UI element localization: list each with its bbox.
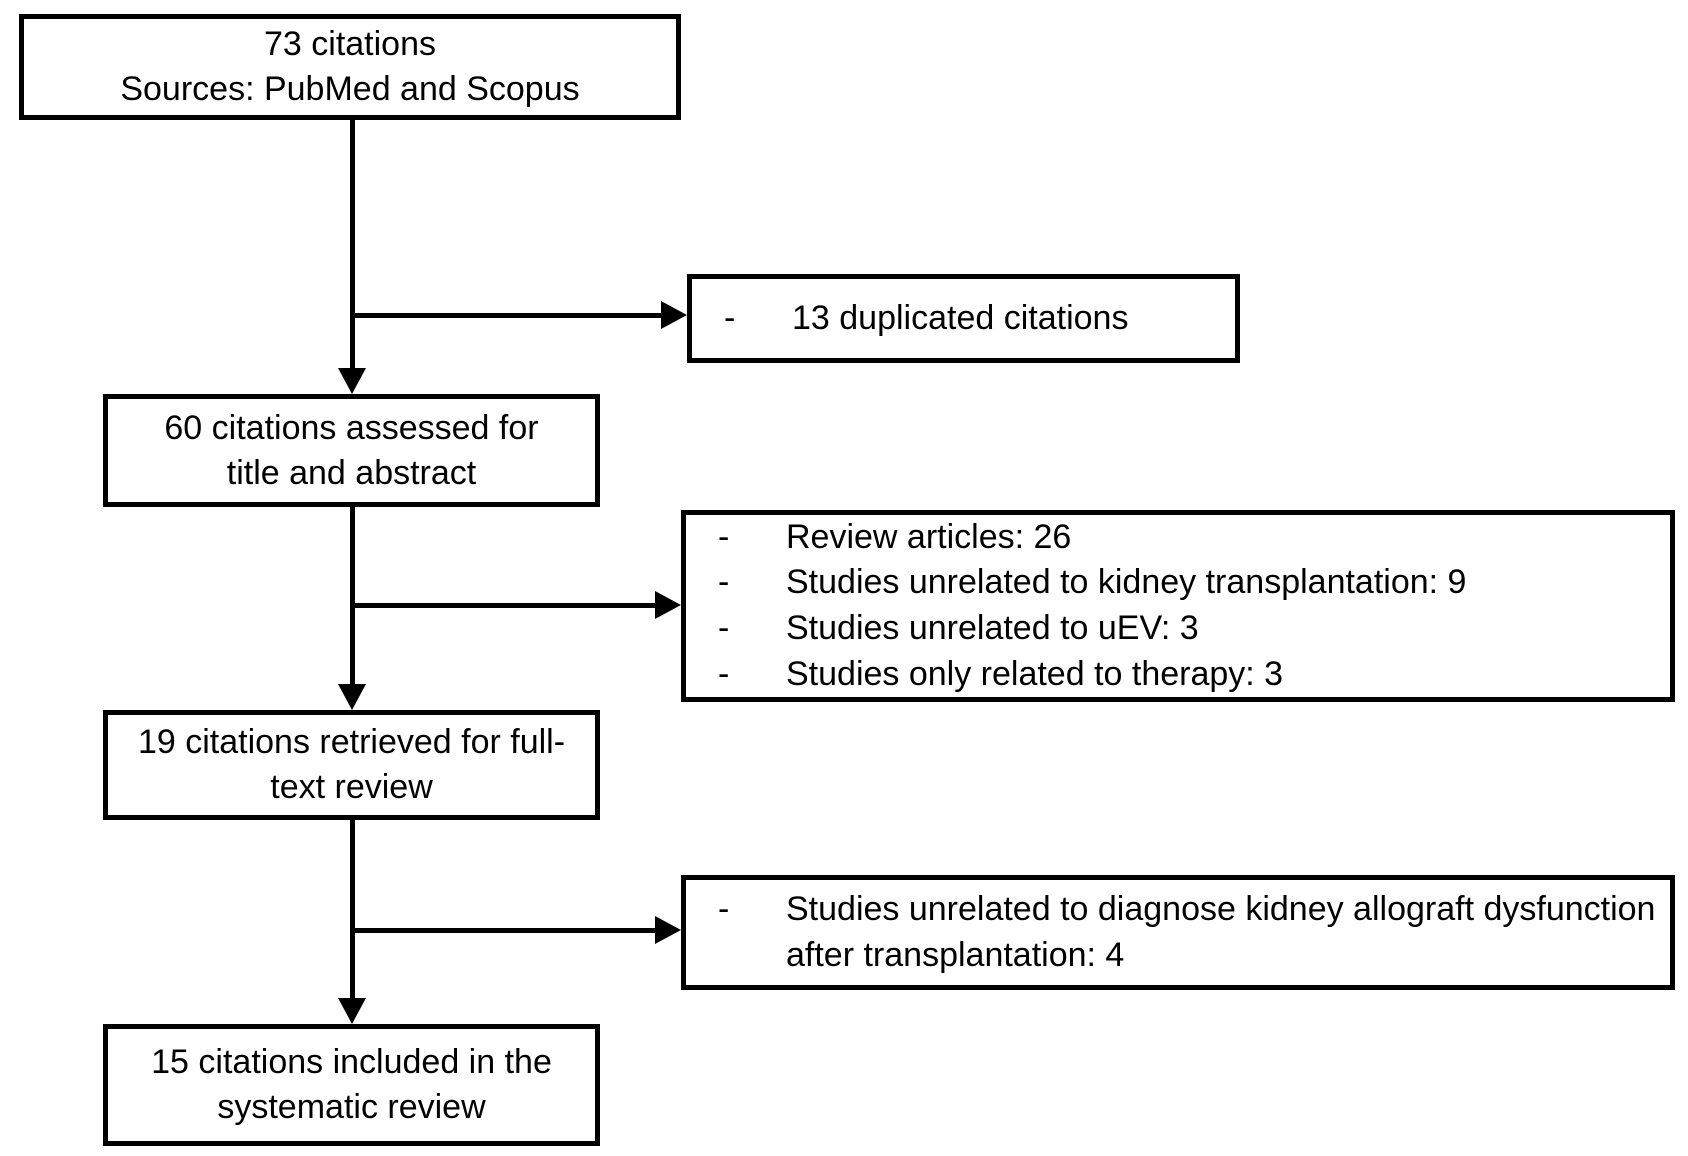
exclusion-box-fulltext: - Studies unrelated to diagnose kidney a… xyxy=(681,875,1675,990)
exclusion-item: - Studies unrelated to diagnose kidney a… xyxy=(686,887,1670,978)
flow-box-included-label: 15 citations included in the systematic … xyxy=(151,1043,552,1126)
flow-box-fulltext: 19 citations retrieved for full- text re… xyxy=(103,710,600,820)
exclusion-item-text: Studies only related to therapy: 3 xyxy=(786,654,1284,693)
bullet-dash: - xyxy=(724,298,736,337)
arrowhead-down-icon xyxy=(338,684,366,710)
exclusion-box-title-abstract: - Review articles: 26 - Studies unrelate… xyxy=(681,510,1675,702)
exclusion-item: - Review articles: 26 xyxy=(686,515,1670,561)
exclusion-item-text: Review articles: 26 xyxy=(786,517,1072,556)
connector-source-to-title-abstract xyxy=(350,118,355,370)
branch-to-duplicates xyxy=(352,313,661,318)
exclusion-item: - Studies unrelated to kidney transplant… xyxy=(686,560,1670,606)
connector-fulltext-to-included xyxy=(350,818,355,1000)
exclusion-item-text: Studies unrelated to kidney transplantat… xyxy=(786,563,1467,602)
connector-title-abstract-to-fulltext xyxy=(350,505,355,686)
exclusion-box-duplicates: - 13 duplicated citations xyxy=(687,274,1240,363)
flow-box-source: 73 citations Sources: PubMed and Scopus xyxy=(19,14,681,120)
bullet-dash: - xyxy=(718,654,730,693)
arrowhead-down-icon xyxy=(338,368,366,394)
arrowhead-right-icon xyxy=(655,916,681,944)
bullet-dash: - xyxy=(718,517,730,556)
flow-box-included: 15 citations included in the systematic … xyxy=(103,1024,600,1146)
flow-box-source-label: 73 citations Sources: PubMed and Scopus xyxy=(120,25,580,108)
bullet-dash: - xyxy=(718,563,730,602)
flow-box-title-abstract-label: 60 citations assessed for title and abst… xyxy=(164,408,539,492)
exclusion-item: - Studies only related to therapy: 3 xyxy=(686,652,1670,698)
bullet-dash: - xyxy=(718,609,730,647)
exclusion-item-text: Studies unrelated to uEV: 3 xyxy=(786,609,1199,647)
arrowhead-down-icon xyxy=(338,998,366,1024)
arrowhead-right-icon xyxy=(661,301,687,329)
exclusion-item-text: Studies unrelated to diagnose kidney all… xyxy=(786,889,1656,974)
exclusion-item-text: 13 duplicated citations xyxy=(792,298,1129,337)
flow-box-title-abstract: 60 citations assessed for title and abst… xyxy=(103,394,600,507)
branch-to-fulltext-exclusions xyxy=(352,928,655,933)
flow-box-fulltext-label: 19 citations retrieved for full- text re… xyxy=(137,723,566,806)
exclusion-item: - Studies unrelated to uEV: 3 xyxy=(686,606,1670,652)
arrowhead-right-icon xyxy=(655,591,681,619)
bullet-dash: - xyxy=(718,889,730,928)
exclusion-item: - 13 duplicated citations xyxy=(692,296,1235,342)
branch-to-title-abstract-exclusions xyxy=(352,603,655,608)
